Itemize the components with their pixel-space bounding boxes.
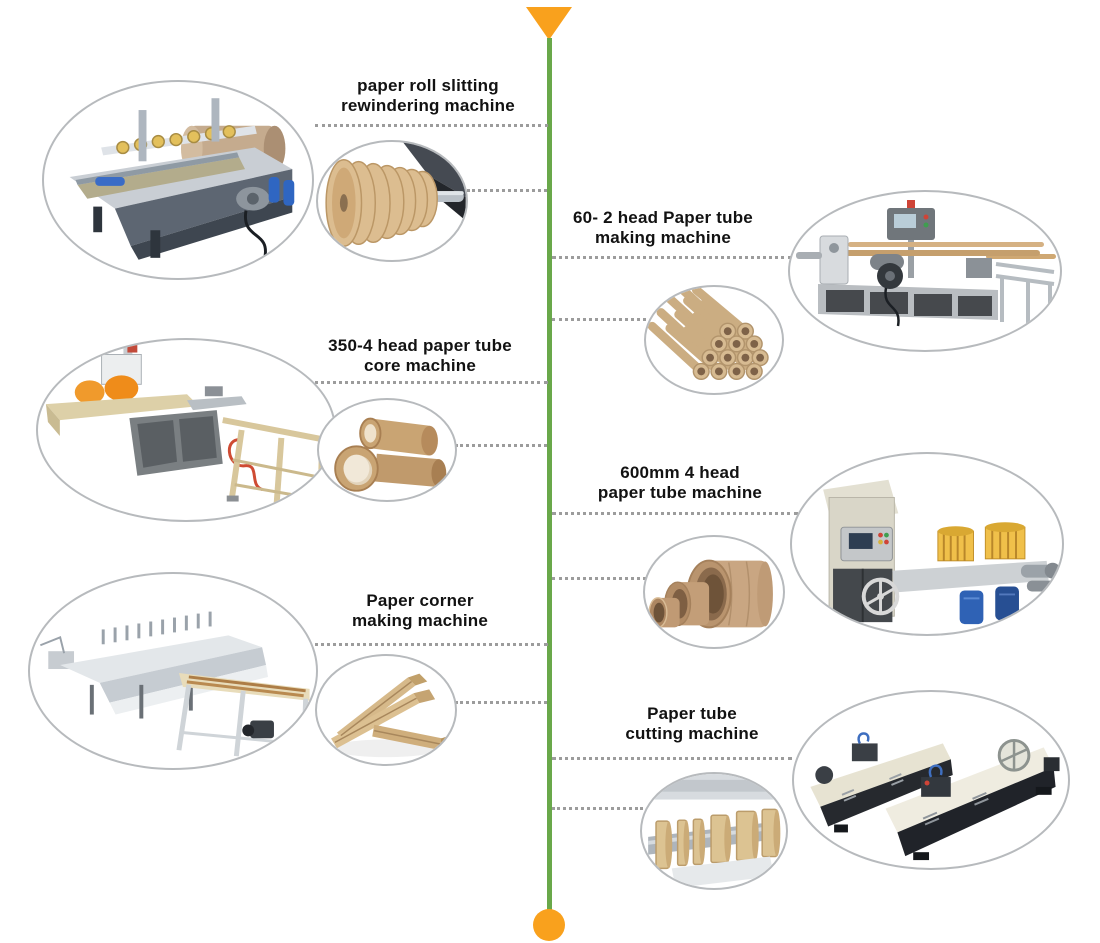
connector-dotted-line [552, 807, 643, 810]
connector-dotted-line [552, 577, 646, 580]
machine-photo-ellipse [28, 572, 318, 770]
four-head-paper-tube-core-machine-image [45, 342, 327, 514]
paper-tube-bundle-image [647, 287, 769, 380]
600mm-four-head-paper-tube-machine-image [823, 479, 1061, 625]
product-photo-ellipse [316, 140, 468, 262]
two-head-paper-tube-making-machine-image [796, 200, 1056, 330]
connector-dotted-line [552, 512, 798, 515]
product-photo-ellipse [644, 285, 784, 395]
paper-corner-protectors-image [331, 673, 453, 758]
timeline-start-triangle-icon [526, 7, 572, 40]
connector-dotted-line [455, 701, 547, 704]
connector-dotted-line [308, 381, 548, 384]
item-label-paper-corner-machine: Paper corner making machine [351, 591, 488, 630]
paper-corner-making-machine-image [39, 611, 310, 761]
product-photo-ellipse [315, 654, 457, 766]
item-label-tube-cutting-machine: Paper tube cutting machine [625, 704, 759, 743]
cut-paper-tube-rings-image [642, 774, 786, 888]
machine-photo-ellipse [42, 80, 314, 280]
item-label-core-machine: 350-4 head paper tube core machine [328, 336, 512, 375]
connector-dotted-line [467, 189, 547, 192]
paper-tube-cores-image [334, 417, 447, 492]
connector-dotted-line [315, 124, 548, 127]
connector-dotted-line [552, 318, 646, 321]
paper-tube-cutting-machine-image [810, 732, 1060, 861]
connector-dotted-line [308, 643, 548, 646]
machine-photo-ellipse [790, 452, 1064, 636]
item-label-two-head-tube-machine: 60- 2 head Paper tube making machine [573, 208, 753, 247]
machine-photo-ellipse [792, 690, 1070, 870]
paper-roll-slitting-rewinding-machine-image [69, 98, 295, 260]
product-photo-ellipse [317, 398, 457, 502]
machine-photo-ellipse [788, 190, 1062, 352]
connector-dotted-line [455, 444, 547, 447]
machine-photo-ellipse [36, 338, 336, 522]
product-photo-ellipse [640, 772, 788, 890]
timeline-line [547, 38, 552, 912]
product-photo-ellipse [643, 535, 785, 649]
connector-dotted-line [552, 256, 792, 259]
nested-paper-tubes-image [648, 559, 773, 629]
slit-paper-rolls-image [318, 142, 466, 247]
timeline-end-circle-icon [533, 909, 565, 941]
item-label-slitting-rewinder: paper roll slitting rewindering machine [341, 76, 515, 115]
item-label-600mm-machine: 600mm 4 head paper tube machine [597, 463, 763, 502]
connector-dotted-line [552, 757, 792, 760]
